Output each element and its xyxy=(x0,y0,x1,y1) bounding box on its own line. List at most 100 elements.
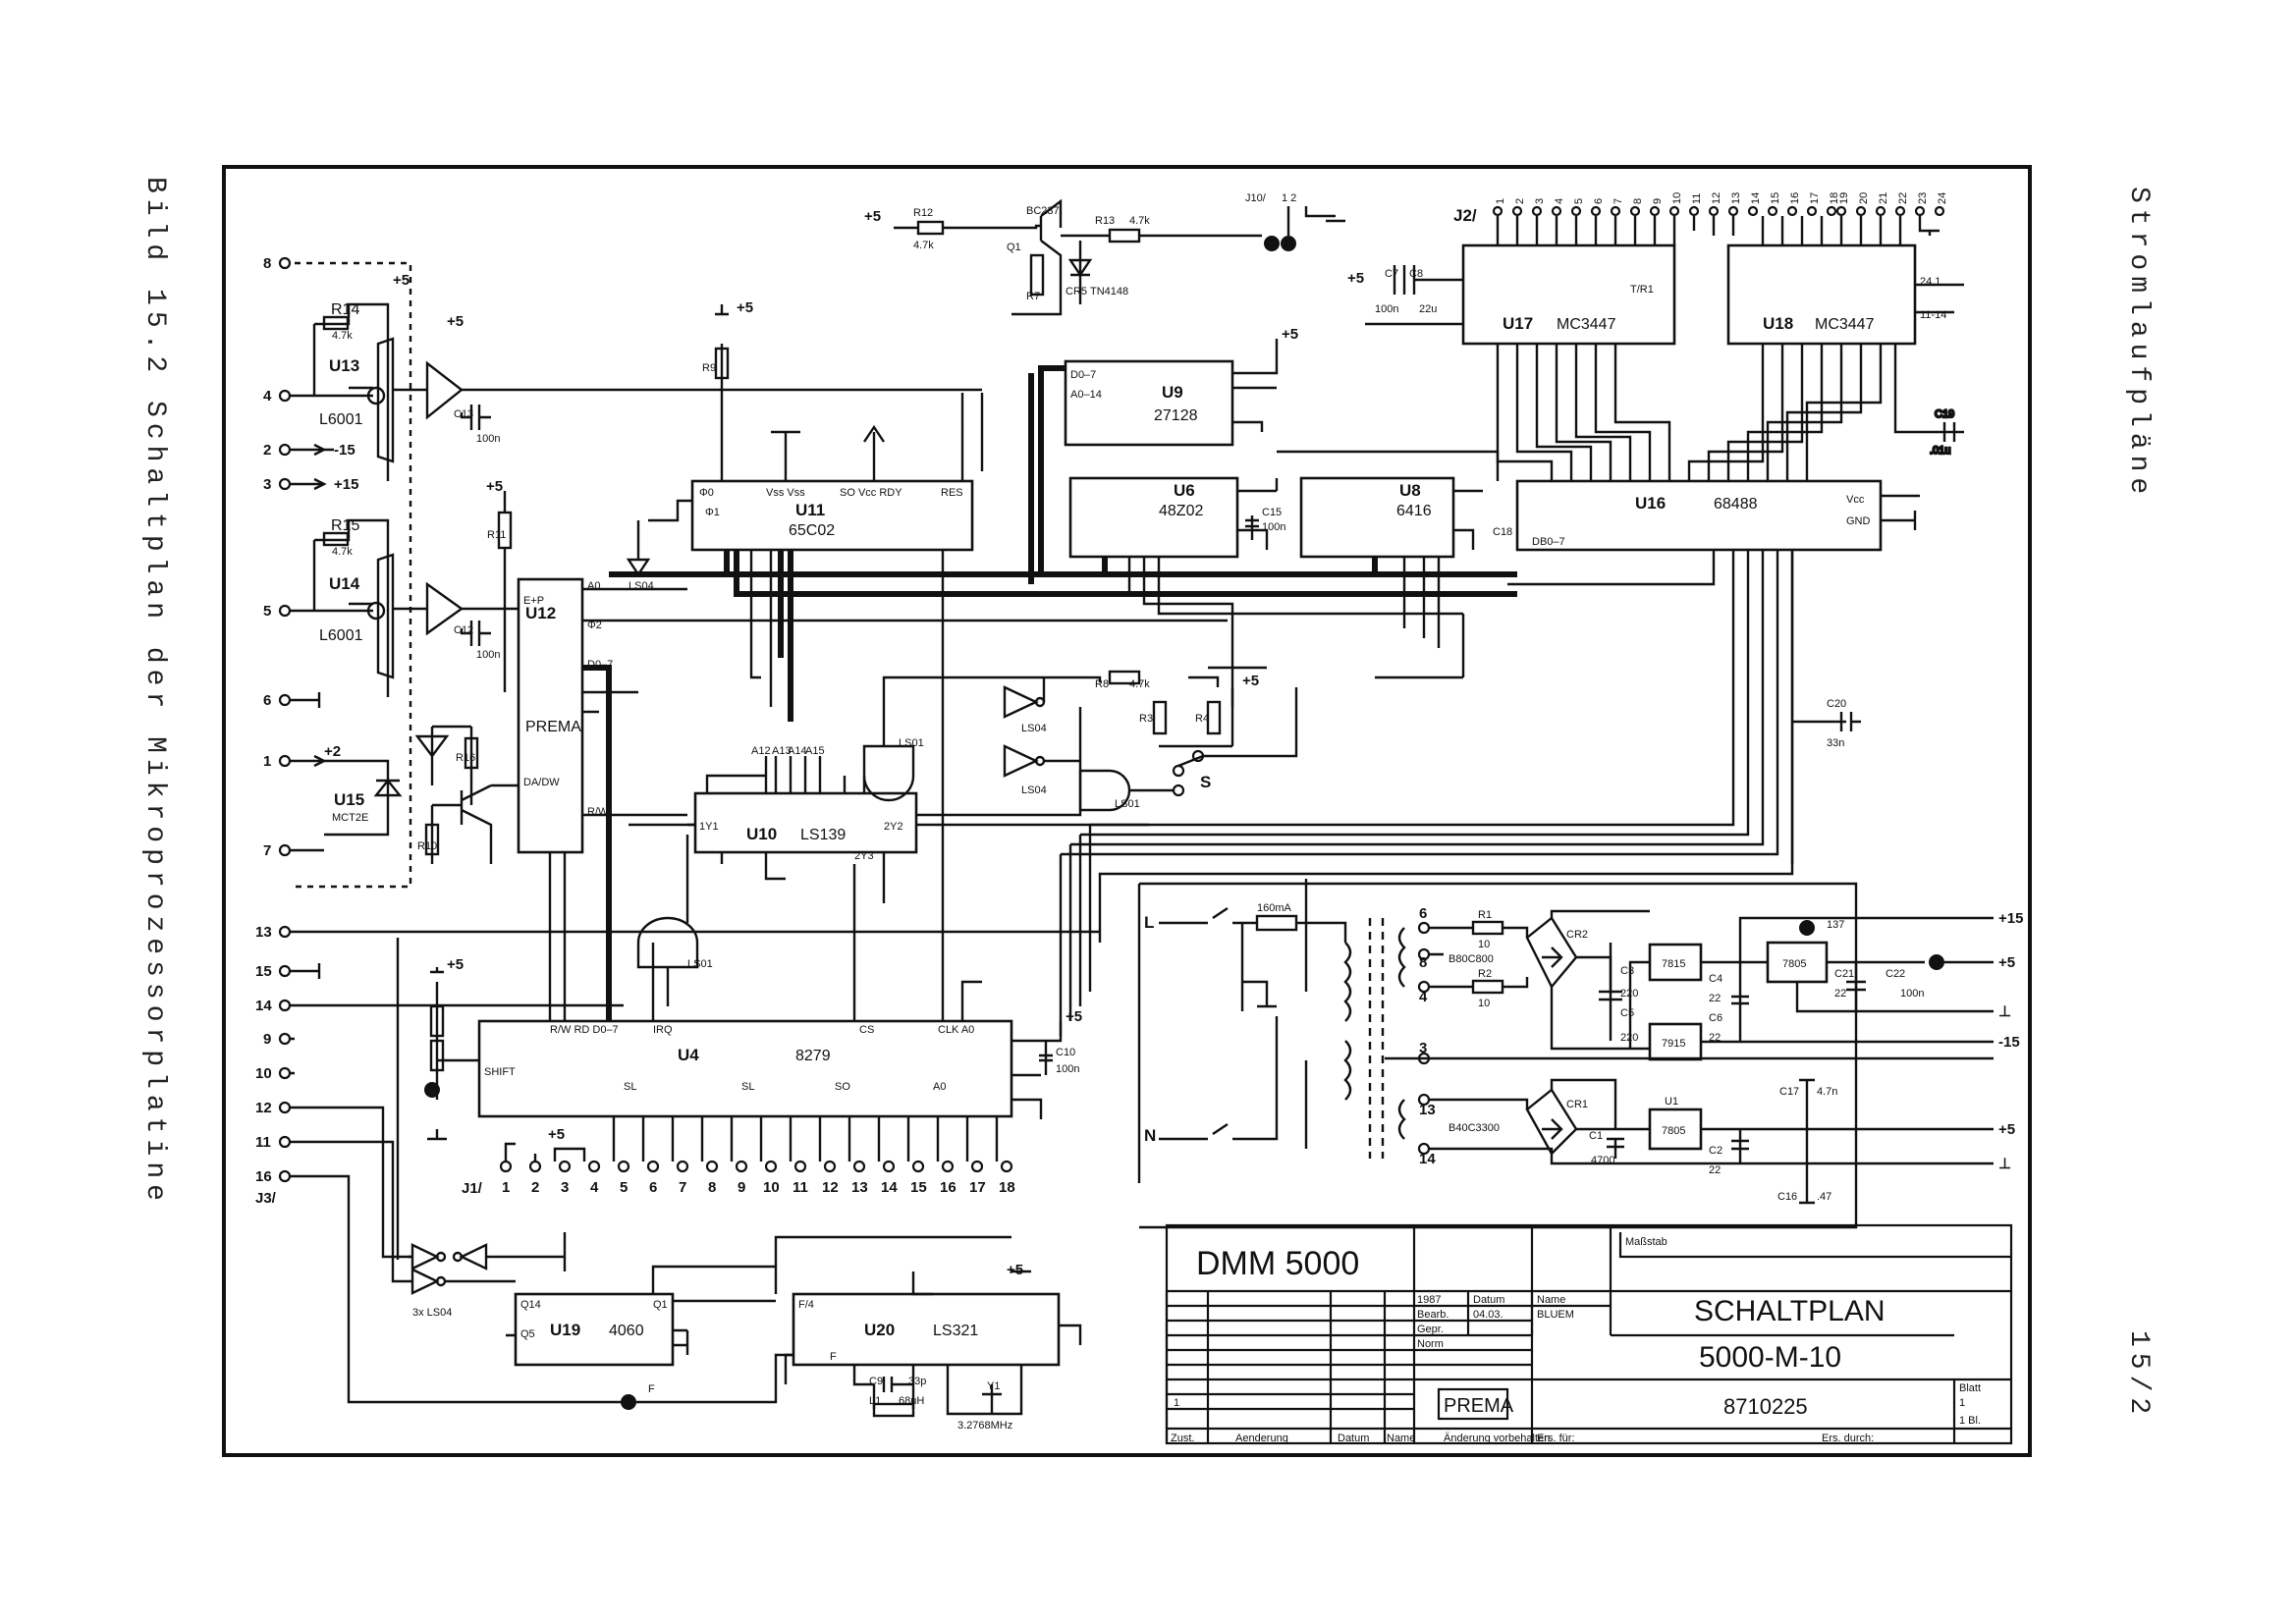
j2-pin xyxy=(1649,205,1661,217)
j1-pin-label: 7 xyxy=(679,1179,686,1196)
u12-part: PREMA xyxy=(525,719,581,735)
j2-pin-label: 22 xyxy=(1897,192,1909,204)
tb-ers-fuer: Ers. für: xyxy=(1537,1433,1575,1444)
pin-label: Φ0 xyxy=(699,487,714,499)
title-block: DMM 5000 Maßstab SCHALTPLAN 5000-M-10 87… xyxy=(1165,1223,2013,1445)
pin-label: 4 xyxy=(263,388,272,405)
rail-plus5b: +5 xyxy=(1998,1121,2015,1138)
drawing-number: 8710225 xyxy=(1723,1394,1808,1419)
tb-datum2: Datum xyxy=(1338,1433,1369,1444)
pin-label: 1 xyxy=(263,753,271,770)
input-L-label: L xyxy=(1144,913,1154,932)
tb-name: Name xyxy=(1537,1294,1565,1306)
plus5-label: +5 xyxy=(737,299,753,316)
pin-label: A0–14 xyxy=(1070,389,1102,401)
j2-pin-label: 4 xyxy=(1554,198,1565,204)
tb-blatt-no: 1 xyxy=(1959,1397,1965,1409)
u15-opto: U15 MCT2E R16 R10 xyxy=(324,725,550,864)
pin-label: Q1 xyxy=(653,1299,668,1311)
input-N-label: N xyxy=(1144,1126,1156,1145)
reset-circuit: R12 4.7k +5 BC237 Q1 R13 4.7k R7 CR5 TN4… xyxy=(864,192,1345,316)
c5-label: C5 xyxy=(1620,1007,1634,1019)
title-line1: SCHALTPLAN xyxy=(1694,1295,1886,1327)
tb-aenderung: Aenderung xyxy=(1235,1433,1288,1444)
j1-pin xyxy=(882,1160,896,1173)
j2-pin xyxy=(1835,205,1847,217)
u19-part: 4060 xyxy=(609,1323,644,1339)
pin-label: 11 xyxy=(255,1134,271,1151)
u4-ref: U4 xyxy=(678,1046,699,1064)
j2-pin xyxy=(1551,205,1562,217)
pin-label: 6 xyxy=(263,692,271,709)
pin-5 xyxy=(278,604,292,618)
j2-pin-label: 3 xyxy=(1534,198,1546,204)
pin-4 xyxy=(278,389,292,403)
tr-pin: 8 xyxy=(1419,954,1427,971)
plus5-label: +5 xyxy=(548,1126,565,1143)
plus5-label: +5 xyxy=(1242,673,1259,689)
tb-datum: Datum xyxy=(1473,1294,1504,1306)
j1-pin-label: 5 xyxy=(620,1179,628,1196)
r11-label: R11 xyxy=(487,529,506,541)
j2-pin-label: 8 xyxy=(1632,198,1644,204)
pin-label: D0–7 xyxy=(1070,369,1096,381)
plus5-label: +5 xyxy=(1347,270,1364,287)
c8-value: 22u xyxy=(1419,303,1437,315)
ls01-label: LS01 xyxy=(899,737,924,749)
j2-pin-label: 18 xyxy=(1829,192,1840,204)
address-wiring xyxy=(749,393,1465,748)
pin-label: Vcc xyxy=(1846,494,1865,506)
pin-label: 10 xyxy=(255,1065,272,1082)
gpib-bus-wiring: C19 .01u xyxy=(1496,344,1964,481)
pin-label: A0 xyxy=(933,1081,946,1093)
u16-chip: U16 68488 DB0–7 Vcc GND xyxy=(1061,479,1920,864)
u14-ref: U14 xyxy=(329,574,360,593)
j2-pin xyxy=(1894,205,1906,217)
j2-pin-label: 7 xyxy=(1613,198,1624,204)
j2-pin xyxy=(1855,205,1867,217)
tr-pin: 6 xyxy=(1419,905,1427,922)
pin-label: A13 xyxy=(772,745,792,757)
u20-ref: U20 xyxy=(864,1321,895,1339)
j2-pin-label: 6 xyxy=(1593,198,1605,204)
ls04-label: LS04 xyxy=(1021,784,1047,796)
c17-label: C17 xyxy=(1779,1086,1799,1098)
tb-bearb: Bearb. xyxy=(1417,1309,1449,1321)
u13-ref: U13 xyxy=(329,356,359,375)
plus5-label: +5 xyxy=(1007,1262,1023,1278)
pin-label: 14 xyxy=(255,998,272,1014)
j2-pin xyxy=(1747,205,1759,217)
ls04-label: LS04 xyxy=(1021,723,1047,734)
r13-value: 4.7k xyxy=(1129,215,1150,227)
c3-label: C3 xyxy=(1620,965,1634,977)
r11: R11 +5 xyxy=(486,478,513,692)
j2-label: J2/ xyxy=(1453,206,1477,225)
c19-value: .01u xyxy=(1930,445,1950,457)
ls01-label: LS01 xyxy=(687,958,713,970)
tb-name-val: BLUEM xyxy=(1537,1309,1574,1321)
connector-j3-label: J3/ xyxy=(255,1190,277,1207)
r9-label: R9 xyxy=(702,362,716,374)
r15-label: R15 xyxy=(331,517,359,534)
j2-pin xyxy=(1668,205,1680,217)
r1-value: 10 xyxy=(1478,939,1490,950)
j2-pin-label: 9 xyxy=(1652,198,1664,204)
u17-ref: U17 xyxy=(1503,314,1533,333)
j1-pin-label: 2 xyxy=(531,1179,539,1196)
c9-value: 33p xyxy=(908,1376,926,1387)
ls01-label: LS01 xyxy=(1115,798,1140,810)
r137-label: 137 xyxy=(1827,919,1844,931)
c18-label: C18 xyxy=(1493,526,1512,538)
c6-value: 22 xyxy=(1709,1032,1721,1044)
power-supply: L N 160mA 6 8 4 3 13 14 R1 10 R2 10 B80C… xyxy=(1137,879,2023,1229)
u8-ref: U8 xyxy=(1399,481,1421,500)
tn4148-label: TN4148 xyxy=(1090,286,1128,297)
c4-value: 22 xyxy=(1709,993,1721,1004)
c1-value: 4700 xyxy=(1591,1155,1614,1166)
j2-pin xyxy=(1511,205,1523,217)
j1-pin-label: 18 xyxy=(999,1179,1015,1196)
plus5-label: +5 xyxy=(486,478,503,495)
pin-label: 5 xyxy=(263,603,271,620)
r14-label: R14 xyxy=(331,301,359,318)
